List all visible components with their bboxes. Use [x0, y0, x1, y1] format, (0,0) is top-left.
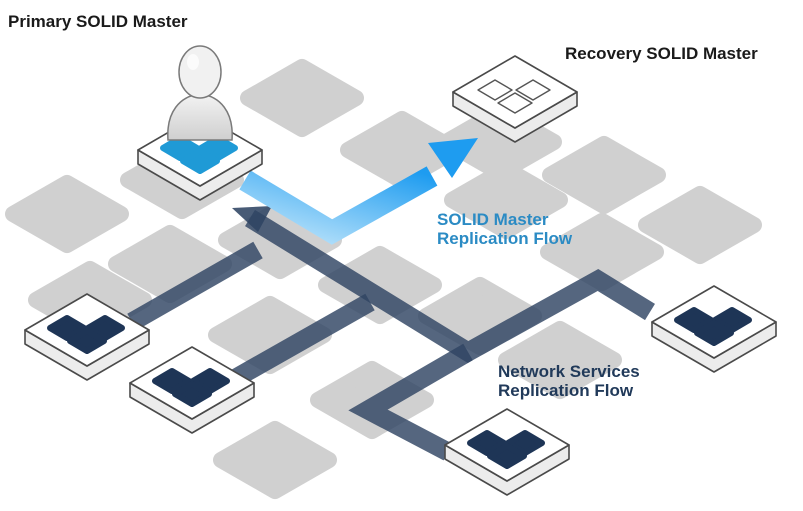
node-cell [85, 315, 125, 341]
network-node-left [24, 293, 150, 381]
node-cell [477, 79, 513, 101]
background-tile [444, 161, 568, 239]
network-node-lower-left [129, 346, 255, 434]
master-flow-label-line2: Replication Flow [437, 229, 573, 248]
network-flow-trunk [245, 209, 655, 363]
node-cell [160, 135, 200, 161]
network-flow-arrowhead [232, 206, 272, 232]
master-replication-flow [239, 166, 438, 245]
node-cell [712, 307, 752, 333]
node-cell [487, 443, 527, 469]
network-flow-label-line2: Replication Flow [498, 381, 634, 400]
background-tile [638, 186, 762, 264]
network-node-right [651, 285, 777, 373]
node-cell [152, 368, 192, 394]
person-icon [167, 45, 233, 141]
network-flow-branch-bottom [348, 343, 473, 461]
recovery-master-node [452, 55, 578, 143]
node-cell [694, 320, 734, 346]
master-flow-arrowhead [428, 138, 478, 178]
primary-master-label: Primary SOLID Master [8, 12, 188, 31]
node-top [452, 55, 578, 129]
master-flow-label-line1: SOLID Master [437, 210, 549, 229]
background-tile [240, 59, 364, 137]
recovery-master-label: Recovery SOLID Master [565, 44, 758, 63]
node-cell [67, 328, 107, 354]
network-node-bottom [444, 408, 570, 496]
network-replication-flow [127, 209, 655, 461]
node-cell [180, 148, 220, 174]
node-cell [47, 315, 87, 341]
node-cell [198, 135, 238, 161]
background-tile [213, 421, 337, 499]
network-flow-branch-lower-left [231, 293, 375, 387]
background-tile [542, 136, 666, 214]
network-flow-label-line1: Network Services [498, 362, 640, 381]
node-cell [505, 430, 545, 456]
network-flow-branch-left [127, 241, 263, 331]
node-cell [172, 381, 212, 407]
background-tile [498, 321, 622, 399]
background-tile [5, 175, 129, 253]
node-cell [674, 307, 714, 333]
node-cell [515, 79, 551, 101]
node-cell [497, 92, 533, 114]
node-cell [467, 430, 507, 456]
node-cell [190, 368, 230, 394]
